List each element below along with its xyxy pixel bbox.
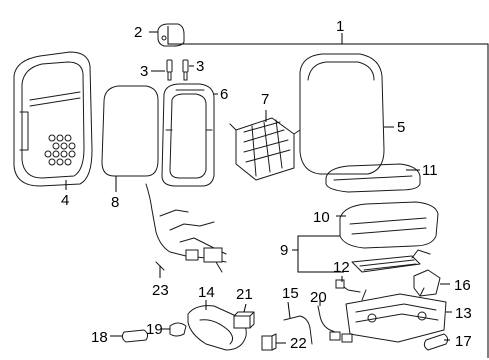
assembly-bracket-frame	[167, 26, 489, 358]
cap-18-drawing	[121, 329, 149, 343]
callout-10: 10	[313, 209, 330, 226]
callout-1: 1	[336, 18, 344, 35]
switch-12-drawing	[335, 279, 361, 293]
leader-lines	[65, 31, 452, 344]
harness-20-drawing	[317, 305, 353, 343]
heater-mat-drawing	[351, 249, 431, 273]
callout-13: 13	[455, 305, 472, 322]
callout-labels: 1 2 3 3 4 5 6 7 8 9 10 11 12 13 14 15 16…	[61, 18, 472, 352]
callout-16: 16	[454, 277, 471, 294]
callout-12: 12	[333, 259, 350, 276]
bracket-16-drawing	[413, 269, 441, 297]
callout-14: 14	[198, 284, 215, 301]
callout-3-left: 3	[140, 63, 148, 80]
callout-2: 2	[134, 24, 142, 41]
callout-5: 5	[397, 119, 405, 136]
callout-15: 15	[282, 285, 299, 302]
back-cover-drawing	[299, 53, 385, 175]
callout-6: 6	[220, 86, 228, 103]
cushion-cover-drawing	[325, 163, 421, 193]
callout-11: 11	[422, 162, 438, 179]
callout-8: 8	[111, 194, 119, 211]
callout-22: 22	[290, 335, 307, 352]
callout-20: 20	[310, 289, 327, 306]
headrest-guides-drawing	[166, 59, 189, 81]
back-cover-seam	[307, 61, 375, 81]
cable-15-drawing	[283, 315, 313, 345]
perforation-pattern	[44, 134, 76, 166]
callout-23: 23	[152, 282, 169, 299]
cap-17-drawing	[423, 333, 449, 351]
callout-3-right: 3	[196, 58, 204, 75]
callout-9: 9	[280, 242, 288, 259]
headrest-drawing	[157, 23, 185, 47]
lumbar-support-drawing	[229, 117, 301, 181]
callout-4: 4	[61, 192, 69, 209]
back-pad-drawing	[101, 85, 159, 177]
switch-21-drawing	[233, 311, 255, 329]
cap-19-drawing	[169, 322, 187, 337]
clip-22-drawing	[261, 333, 277, 351]
back-frame-drawing	[161, 83, 215, 187]
cushion-pad-drawing	[339, 201, 439, 249]
callout-19: 19	[146, 321, 163, 338]
callout-21: 21	[236, 286, 253, 303]
adjuster-track-drawing	[345, 287, 447, 343]
callout-18: 18	[91, 329, 108, 346]
callout-7: 7	[261, 91, 269, 108]
callout-17: 17	[455, 333, 472, 350]
rear-back-panel-drawing	[13, 51, 93, 187]
wire-harness-drawing	[145, 183, 227, 273]
